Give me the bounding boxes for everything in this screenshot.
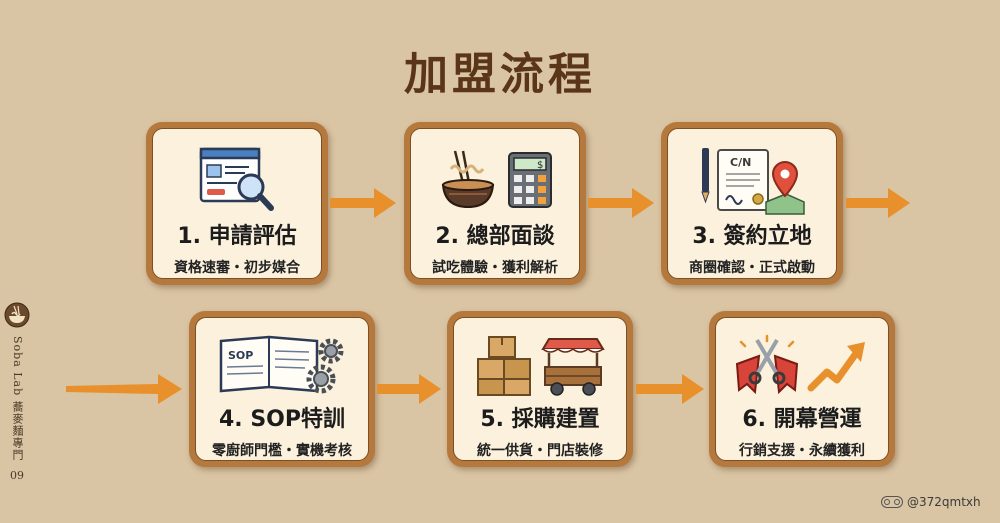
svg-text:$: $ xyxy=(537,160,543,171)
step-title: 4. SOP特訓 xyxy=(219,407,345,432)
application-form-icon xyxy=(199,147,274,211)
arrow-right-icon xyxy=(588,188,654,218)
arrow-right-icon xyxy=(636,374,704,404)
location-pin-icon xyxy=(765,160,805,215)
boxes-icon xyxy=(477,336,531,396)
step-subtitle: 行銷支援・永續獲利 xyxy=(739,443,865,459)
step-title: 2. 總部面談 xyxy=(435,224,555,249)
watermark: @372qmtxh xyxy=(881,495,981,509)
arrow-right-icon xyxy=(330,188,396,218)
calculator-icon: $ xyxy=(508,152,552,208)
step-title: 5. 採購建置 xyxy=(480,407,600,432)
arrow-right-icon xyxy=(846,188,910,218)
sidebar: Soba Lab 蕎麥麵專門 09 xyxy=(2,302,32,482)
contract-label: C/N xyxy=(730,156,751,169)
growth-arrow-icon xyxy=(807,342,865,392)
contract-icon: C/N xyxy=(717,149,769,211)
step-card-5: 5. 採購建置 統一供貨・門店裝修 xyxy=(447,311,633,467)
step-subtitle: 資格速審・初步媒合 xyxy=(174,260,300,276)
brand-logo-icon xyxy=(4,302,30,328)
noodle-bowl-icon xyxy=(441,150,495,209)
step-card-2: $ 2. 總部面談 試吃體驗・獲利解析 xyxy=(404,122,586,285)
page-title: 加盟流程 xyxy=(404,49,596,100)
manual-label: SOP xyxy=(228,349,253,362)
threads-logo-icon xyxy=(881,496,903,508)
step-title: 6. 開幕營運 xyxy=(742,407,862,432)
watermark-handle: @372qmtxh xyxy=(907,495,981,509)
arrow-right-icon xyxy=(66,374,182,404)
step-subtitle: 統一供貨・門店裝修 xyxy=(477,443,603,459)
page-number: 09 xyxy=(10,468,24,482)
gear-icon xyxy=(306,338,344,394)
step-subtitle: 試吃體驗・獲利解析 xyxy=(432,260,558,276)
step-subtitle: 商圈確認・正式啟動 xyxy=(689,260,815,276)
step-title: 1. 申請評估 xyxy=(177,224,297,249)
food-cart-icon xyxy=(541,338,605,396)
step-card-1: 1. 申請評估 資格速審・初步媒合 xyxy=(146,122,328,285)
step-title: 3. 簽約立地 xyxy=(692,224,812,249)
step-card-3: C/N 3. 簽約立地 商圈確認・正式啟動 xyxy=(661,122,843,285)
sop-manual-gears-icon: SOP xyxy=(219,335,344,394)
arrow-right-icon xyxy=(377,374,441,404)
manual-book-icon: SOP xyxy=(219,335,319,393)
brand-name: Soba Lab 蕎麥麵專門 xyxy=(11,336,24,461)
ribbon-scissors-icon xyxy=(735,334,799,395)
step-card-4: SOP 4. SOP特訓 零廚師門檻・實機考核 xyxy=(189,311,375,467)
step-subtitle: 零廚師門檻・實機考核 xyxy=(212,443,352,459)
step-card-6: 6. 開幕營運 行銷支援・永續獲利 xyxy=(709,311,895,467)
contract-pen-location-icon: C/N xyxy=(701,148,805,215)
pen-icon xyxy=(701,148,710,204)
